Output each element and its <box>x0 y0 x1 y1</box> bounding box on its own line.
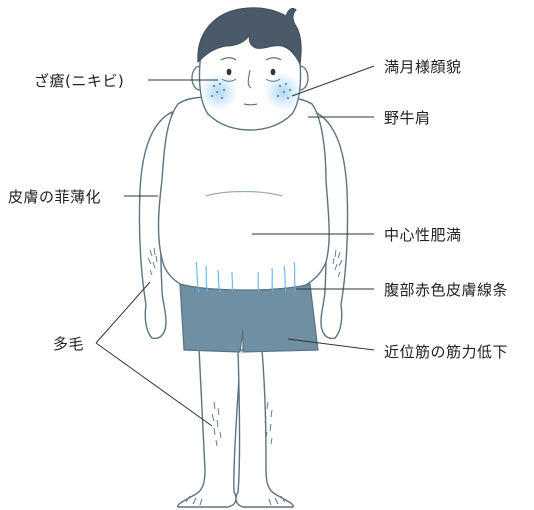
label-acne: ざ瘡(ニキビ) <box>34 72 125 90</box>
head <box>191 7 309 131</box>
leader-proximal-weakness <box>287 338 375 351</box>
arm-hair <box>147 247 343 278</box>
leader-lines <box>95 65 375 427</box>
nose <box>247 69 252 89</box>
left-leg <box>177 347 242 508</box>
label-striae: 腹部赤色皮膚線条 <box>384 281 509 299</box>
striae-marks <box>195 261 297 293</box>
shorts <box>179 283 319 353</box>
eyebrows <box>220 57 282 61</box>
leader-hirsutism-arm <box>95 281 151 344</box>
chest-line <box>205 190 283 197</box>
feet-detail <box>185 495 286 506</box>
mouth <box>243 103 258 106</box>
leg-hair <box>211 401 273 447</box>
legs <box>177 347 294 508</box>
eye-bags <box>221 78 281 82</box>
leader-hirsutism-leg <box>95 342 213 427</box>
label-central-obesity: 中心性肥満 <box>384 226 462 244</box>
eyes <box>226 68 276 76</box>
right-leg <box>235 349 294 508</box>
label-proximal-weakness: 近位筋の筋力低下 <box>384 343 509 361</box>
label-moon-face: 満月様顔貌 <box>384 58 462 76</box>
hair <box>197 7 302 66</box>
cheek-blush-left <box>200 73 238 111</box>
label-thin-skin: 皮膚の菲薄化 <box>8 188 102 206</box>
acne-dots <box>211 83 291 99</box>
label-buffalo-hump: 野牛肩 <box>384 109 431 127</box>
label-hirsutism: 多毛 <box>53 335 85 353</box>
leader-moon-face <box>291 65 375 97</box>
